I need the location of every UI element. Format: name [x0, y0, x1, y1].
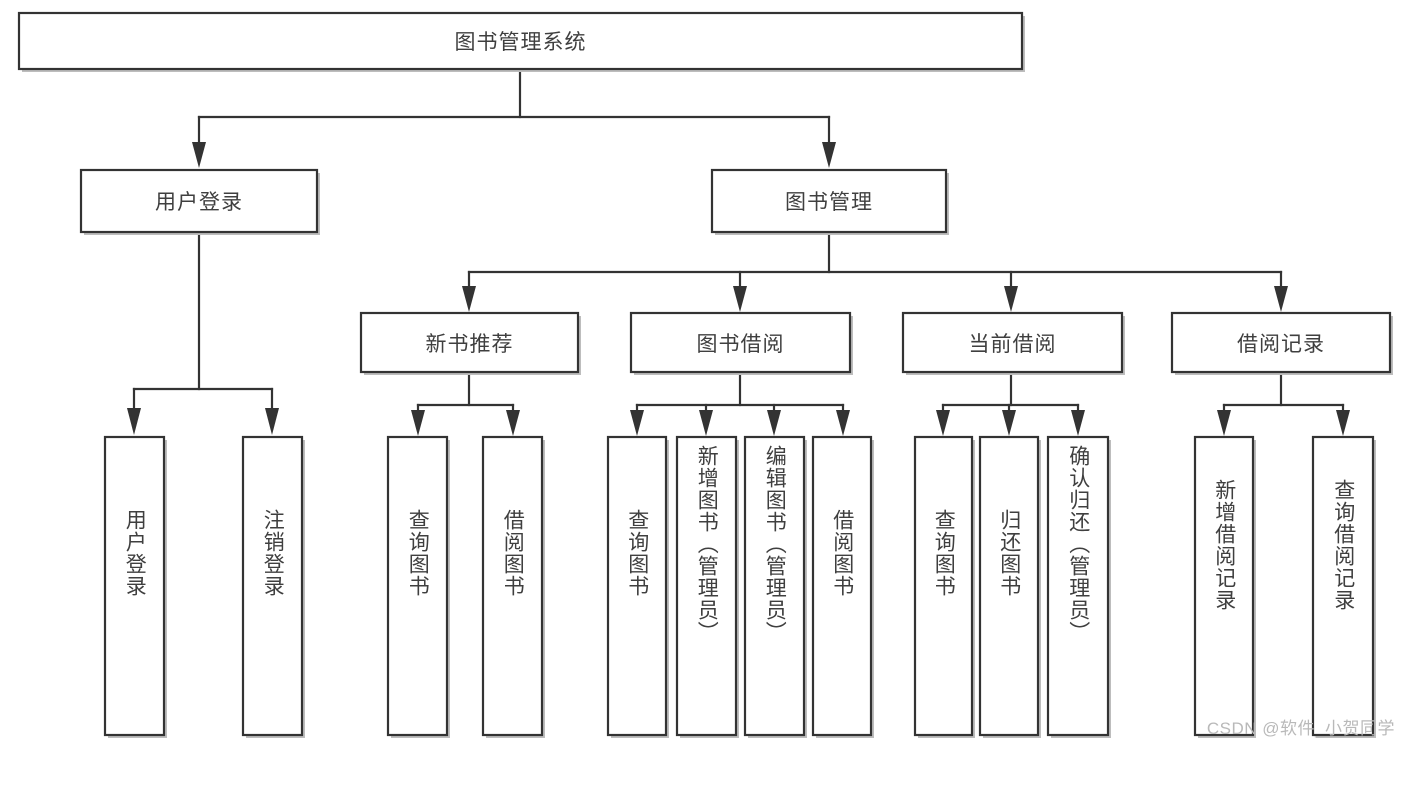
arrowhead-leaf-query-book-1 — [411, 410, 425, 436]
leaf-user-login-box[interactable] — [103, 435, 166, 737]
arrowhead-leaf-logout-login — [265, 408, 279, 435]
leaf-confirm-return-box[interactable] — [1046, 435, 1110, 737]
arrowhead-leaf-user-login — [127, 408, 141, 435]
edge-group-borrow-to-leaves — [630, 373, 850, 436]
leaf-query-book-3-box[interactable] — [913, 435, 974, 737]
leaf-add-record-box[interactable] — [1193, 435, 1255, 737]
arrowhead-current-borrow — [1004, 286, 1018, 312]
arrowhead-book-borrow — [733, 286, 747, 312]
arrowhead-leaf-query-book-2 — [630, 410, 644, 436]
leaf-borrow-book-2-box[interactable] — [811, 435, 873, 737]
arrowhead-book-manage — [822, 142, 836, 168]
arrowhead-leaf-borrow-book-2 — [836, 410, 850, 436]
user-login-node-box[interactable] — [79, 168, 319, 234]
flowchart-svg — [17, 11, 1393, 738]
edge-group-root-to-level1 — [192, 68, 836, 168]
new-book-recommend-node-box[interactable] — [359, 311, 580, 374]
leaf-query-book-2-box[interactable] — [606, 435, 668, 737]
arrowhead-leaf-query-record — [1336, 410, 1350, 436]
arrowhead-leaf-add-record — [1217, 410, 1231, 436]
book-manage-node-box[interactable] — [710, 168, 948, 234]
csdn-watermark: CSDN @软件_小贺同学 — [1206, 719, 1395, 738]
arrowhead-borrow-record — [1274, 286, 1288, 312]
leaf-query-book-1-box[interactable] — [386, 435, 449, 737]
leaf-return-book-box[interactable] — [978, 435, 1040, 737]
root-node-box[interactable] — [17, 11, 1024, 71]
node-boxes — [17, 11, 1393, 738]
leaf-edit-book-box[interactable] — [743, 435, 806, 737]
leaf-logout-login-box[interactable] — [241, 435, 304, 737]
edge-group-book-manage-to-level2 — [462, 230, 1288, 312]
current-borrow-node-box[interactable] — [901, 311, 1124, 374]
leaf-borrow-book-1-box[interactable] — [481, 435, 544, 737]
borrow-record-node-box[interactable] — [1170, 311, 1392, 374]
arrowhead-user-login — [192, 142, 206, 168]
leaf-query-record-box[interactable] — [1311, 435, 1375, 737]
edge-group-current-to-leaves — [936, 373, 1085, 436]
arrowhead-leaf-add-book — [699, 410, 713, 436]
flowchart-canvas: 图书管理系统 用户登录 图书管理 新书推荐 图书借阅 当前借阅 借阅记录 用户登… — [17, 11, 1395, 738]
arrowhead-leaf-edit-book — [767, 410, 781, 436]
arrowhead-leaf-borrow-book-1 — [506, 410, 520, 436]
edge-group-recommend-to-leaves — [411, 373, 520, 436]
arrowhead-leaf-return-book — [1002, 410, 1016, 436]
edge-group-record-to-leaves — [1217, 373, 1350, 436]
edge-group-user-login-to-leaves — [127, 233, 279, 435]
book-borrow-node-box[interactable] — [629, 311, 852, 374]
arrowhead-new-book-recommend — [462, 286, 476, 312]
leaf-add-book-box[interactable] — [675, 435, 738, 737]
arrowhead-leaf-confirm-return — [1071, 410, 1085, 436]
arrowhead-leaf-query-book-3 — [936, 410, 950, 436]
